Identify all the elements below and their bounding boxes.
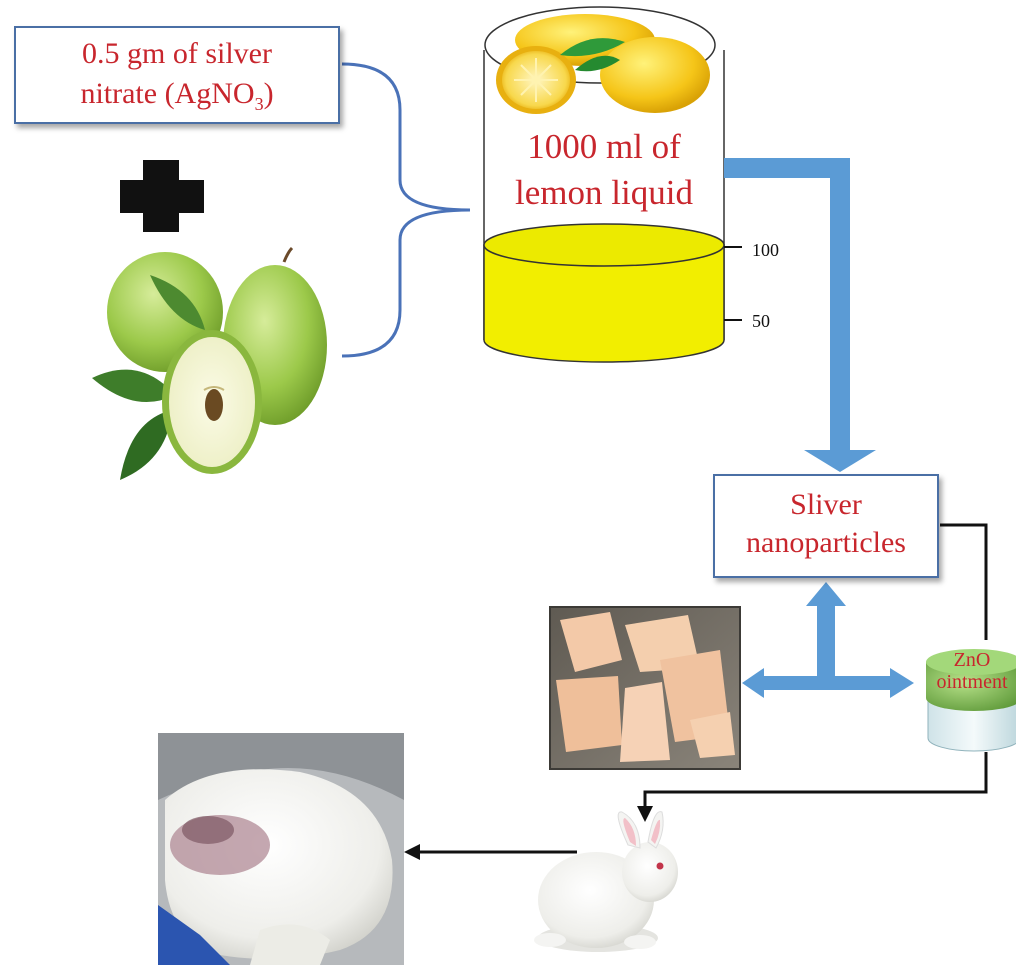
tick-label-100: 100 (752, 240, 779, 260)
arrow-beaker-to-nanoparticles (724, 158, 850, 452)
chicken-skin-image (549, 606, 741, 770)
beaker-label-line2: lemon liquid (515, 173, 693, 212)
silver-nitrate-line1: 0.5 gm of silver (82, 37, 272, 70)
nanoparticles-box: Sliver nanoparticles (713, 474, 939, 578)
silver-nitrate-line2: nitrate (AgNO3) (16, 74, 338, 114)
ointment-jar-icon (926, 649, 1016, 752)
tick-label-50: 50 (752, 311, 770, 331)
plus-icon (120, 160, 204, 232)
beaker-label: 1000 ml of lemon liquid (484, 124, 724, 216)
beaker-label-line1: 1000 ml of (527, 127, 681, 166)
silver-nitrate-close-paren: ) (263, 77, 274, 110)
silver-nitrate-formula: nitrate (AgNO (80, 77, 255, 110)
green-apple-image (92, 246, 327, 480)
rabbit-wound-image (158, 733, 404, 965)
nanoparticles-line2: nanoparticles (746, 526, 906, 559)
nanoparticles-line1: Sliver (790, 488, 862, 521)
bracket-connector (341, 62, 471, 358)
white-rabbit-image (534, 811, 678, 952)
arrow-down-to-rabbit (637, 806, 653, 822)
silver-nitrate-box: 0.5 gm of silver nitrate (AgNO3) (14, 26, 340, 124)
beaker (483, 6, 742, 363)
silver-nitrate-subscript: 3 (254, 94, 264, 114)
lemon-image (484, 6, 716, 114)
ointment-label-line1: ZnO (953, 649, 991, 671)
ointment-label-line2: ointment (936, 671, 1008, 693)
arrow-nanoparticles-split (742, 582, 914, 698)
ointment-label: ZnO ointment (922, 649, 1016, 693)
black-connectors (643, 523, 988, 808)
